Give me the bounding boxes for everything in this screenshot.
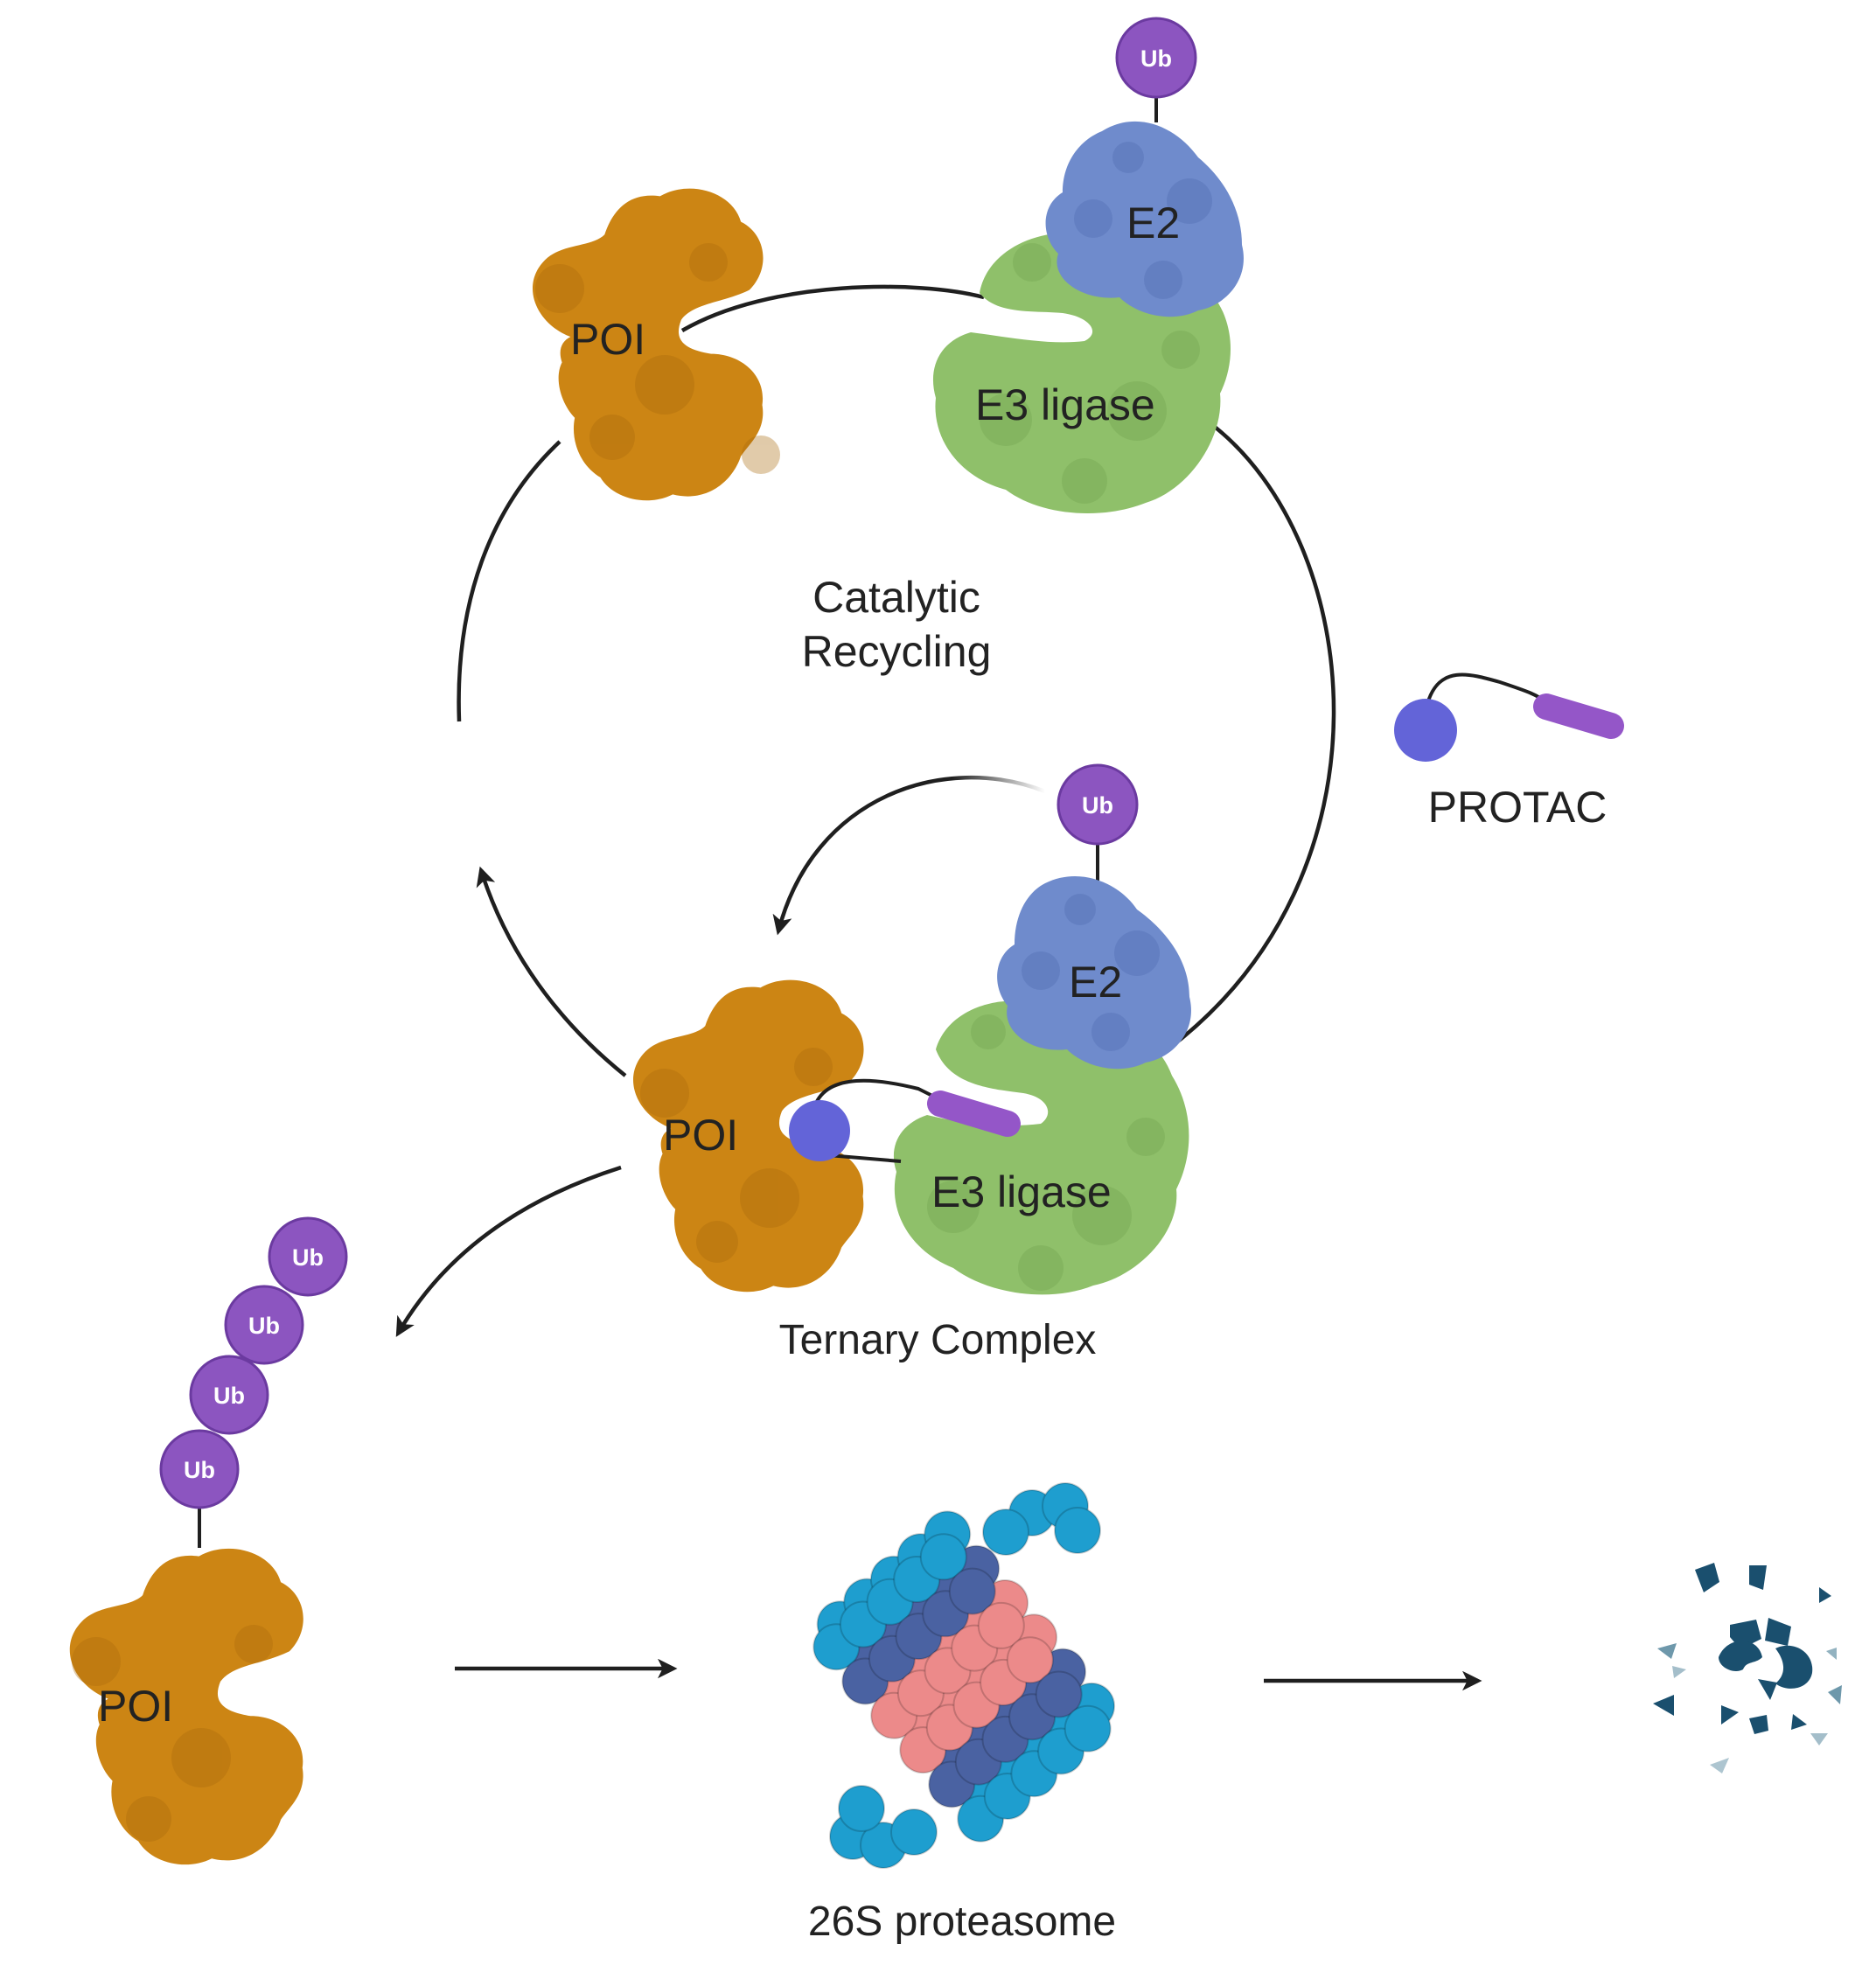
- proteasome-label: 26S proteasome: [808, 1899, 1116, 1945]
- catalytic-cycle: [395, 284, 1336, 1337]
- proteasome-subunit: [977, 1601, 1025, 1649]
- proteasome-subunit: [1035, 1670, 1083, 1718]
- polyubiquitin-chain: Ub Ub Ub Ub: [159, 1216, 348, 1548]
- e3-ligase-ternary: E3 ligase: [893, 1000, 1189, 1295]
- proteasome-subunit: [838, 1785, 885, 1832]
- proteasome-subunit: [948, 1567, 996, 1615]
- ub-label-chain-1: Ub: [292, 1244, 324, 1271]
- ub-label-chain-4: Ub: [184, 1457, 215, 1483]
- poi-protein-ternary: POI: [633, 979, 864, 1293]
- poi-label-ternary: POI: [663, 1111, 738, 1160]
- ubiquitin-icon: Ub: [1115, 17, 1197, 99]
- cycle-arc-left: [457, 440, 561, 722]
- protac-molecule-icon: [1394, 672, 1624, 762]
- proteasome-subunit: [919, 1533, 967, 1581]
- e3-label-top: E3 ligase: [975, 380, 1155, 429]
- proteasome-subunit: [1006, 1636, 1054, 1684]
- poi-protein-ubiquitinated: POI: [69, 1548, 303, 1865]
- ub-label-chain-2: Ub: [248, 1313, 280, 1339]
- protac-label: PROTAC: [1428, 783, 1608, 832]
- e2-label-ternary: E2: [1069, 958, 1122, 1007]
- cycle-arc-right: [1166, 422, 1336, 1051]
- ubiquitin-icon: Ub: [268, 1216, 348, 1297]
- e2-enzyme-ternary: E2: [997, 875, 1191, 1070]
- ternary-complex-label: Ternary Complex: [779, 1317, 1097, 1363]
- e2-enzyme-top: E2: [1045, 121, 1244, 317]
- catalytic-label-line2: Recycling: [802, 627, 992, 676]
- ubiquitin-icon: Ub: [159, 1429, 240, 1509]
- proteasome-subunit: [890, 1808, 938, 1856]
- e2-label-top: E2: [1126, 199, 1180, 247]
- poi-protein-top: POI: [533, 188, 780, 501]
- proteasome-subunit: [982, 1509, 1029, 1556]
- poi-label-top: POI: [570, 315, 645, 364]
- proteasome-subunit: [1054, 1507, 1101, 1554]
- ub-label-top: Ub: [1140, 45, 1172, 72]
- poi-label-bottom: POI: [98, 1682, 173, 1731]
- ubiquitin-icon: Ub: [1057, 763, 1139, 846]
- ub-label-ternary: Ub: [1082, 792, 1113, 819]
- cycle-arrow-release: [476, 866, 627, 1077]
- ub-label-chain-3: Ub: [213, 1383, 245, 1409]
- peptide-fragments-icon: [1653, 1563, 1842, 1773]
- proteasome-subunit: [1064, 1704, 1112, 1753]
- e3-label-ternary: E3 ligase: [931, 1167, 1112, 1216]
- ubiquitin-icon: Ub: [224, 1285, 304, 1365]
- ubiquitin-icon: Ub: [189, 1355, 269, 1435]
- protac-in-complex: [789, 1078, 1021, 1163]
- proteasome-icon: [812, 1482, 1116, 1869]
- polyubiquitination-arrow: [395, 1165, 622, 1337]
- ubiquitin-transfer-arrow: [772, 775, 1046, 936]
- catalytic-label-line1: Catalytic: [812, 573, 980, 622]
- cycle-arc-top: [680, 284, 985, 332]
